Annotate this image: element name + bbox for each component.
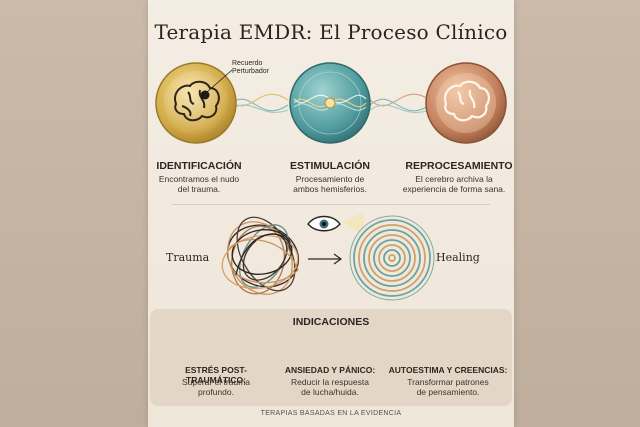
step-reprocessing-desc: El cerebro archiva la experiencia de for… <box>402 174 506 194</box>
step-identification-desc: Encontramos el nudo del trauma. <box>158 174 240 194</box>
brain-icon <box>174 80 220 122</box>
healing-spiral-icon <box>349 215 435 301</box>
indication-selfesteem-title: AUTOESTIMA Y CREENCIAS: <box>388 365 508 375</box>
trauma-node-icon <box>200 90 210 100</box>
tangled-knot-icon <box>221 216 300 295</box>
indication-ptsd-title: ESTRÉS POST-TRAUMÁTICO: <box>185 365 247 385</box>
step-identification-title: IDENTIFICACIÓN <box>156 160 242 172</box>
healing-label: Healing <box>436 251 480 264</box>
callout-label: Recuerdo Perturbador <box>232 60 269 75</box>
step-stimulation-title: ESTIMULACIÓN <box>290 160 370 172</box>
identification-orb <box>155 62 237 144</box>
reprocessing-orb <box>425 62 507 144</box>
right-backdrop <box>492 0 640 427</box>
indications-title: INDICACIONES <box>292 316 370 328</box>
stimulation-orb <box>289 62 371 144</box>
page-title: Terapia EMDR: El Proceso Clínico <box>154 20 508 44</box>
light-point-icon <box>324 97 336 109</box>
footer-text: TERAPIAS BASADAS EN LA EVIDENCIA <box>260 410 402 417</box>
step-stimulation-desc: Procesamiento de ambos hemisferios. <box>293 174 367 194</box>
indication-anxiety-title: ANSIEDAD Y PÁNICO: <box>284 365 376 375</box>
step-reprocessing-title: REPROCESAMIENTO <box>405 160 513 172</box>
indications-panel <box>150 309 512 406</box>
trauma-label: Trauma <box>166 251 210 264</box>
transform-arrow-icon <box>308 253 343 265</box>
left-backdrop <box>0 0 148 427</box>
section-divider <box>172 204 490 205</box>
indication-ptsd-desc: Superar el trauma profundo. <box>181 377 251 397</box>
glowing-brain-icon <box>444 80 490 122</box>
eye-icon <box>307 212 364 236</box>
infographic-poster: Terapia EMDR: El Proceso Clínico <box>148 0 514 427</box>
process-illustration <box>155 62 507 362</box>
indication-selfesteem-desc: Transformar patrones de pensamiento. <box>407 377 489 397</box>
indication-anxiety-desc: Reducir la respuesta de lucha/huida. <box>291 377 369 397</box>
